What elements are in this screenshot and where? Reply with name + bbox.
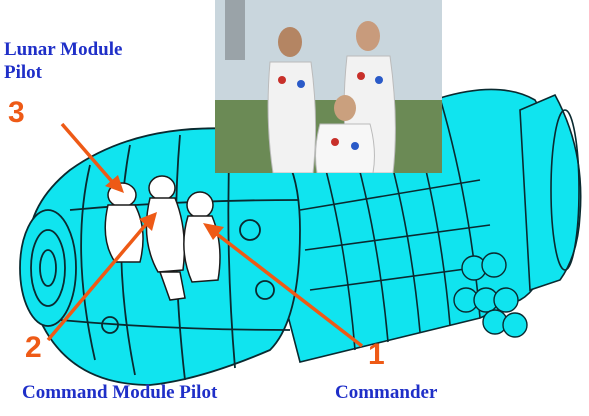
mission-patches <box>278 72 383 150</box>
callout-number-3: 3 <box>8 96 25 129</box>
reaction-control-thrusters <box>453 252 528 338</box>
engine-nozzle <box>519 93 582 292</box>
launch-tower <box>225 0 245 60</box>
label-command-module-pilot: Command Module Pilot <box>22 382 218 403</box>
callout-arrows <box>46 122 364 348</box>
astronaut-center <box>315 95 375 173</box>
crew-photo <box>215 0 442 173</box>
astronaut-figures <box>104 175 221 301</box>
callout-number-1: 1 <box>368 338 385 371</box>
astronaut-left <box>267 27 317 173</box>
label-lunar-module-pilot: Lunar Module Pilot <box>4 39 123 83</box>
label-commander: Commander <box>335 382 438 403</box>
callout-number-2: 2 <box>25 331 42 364</box>
